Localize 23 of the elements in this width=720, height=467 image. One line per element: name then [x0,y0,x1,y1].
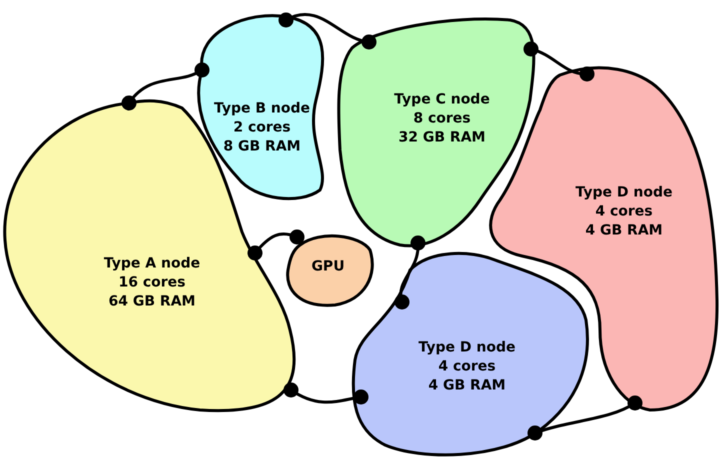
node-label: Type C node [394,90,490,110]
node-label: 32 GB RAM [398,128,486,148]
node-label: 4 GB RAM [584,222,664,240]
node-label: 64 GB RAM [108,292,196,312]
connector-line [524,42,594,82]
connector-line [248,230,304,260]
node-label: 4 cores [437,358,497,376]
node-label: GPU [311,258,345,276]
connector-line [528,396,642,440]
node-label: 8 GB RAM [222,138,302,156]
connector-line [394,236,426,310]
connector-line [284,382,368,404]
node-label: 4 cores [594,202,654,222]
connector-line [122,62,210,110]
node-label: 16 cores [117,274,186,292]
node-label: Type D node [576,184,672,202]
connector-line [278,12,376,50]
node-label: 2 cores [232,118,292,138]
node-label: Type A node [104,254,200,274]
node-label: Type D node [418,338,516,358]
node-label: Type B node [214,100,310,118]
node-label: 8 cores [412,110,472,128]
node-label: 4 GB RAM [427,376,507,396]
